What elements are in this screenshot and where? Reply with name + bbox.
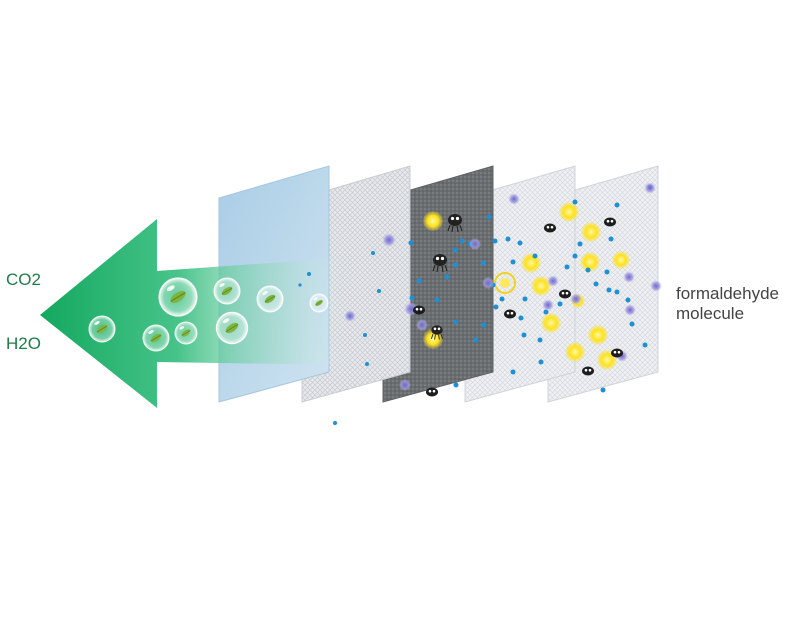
ion-dot-icon: [298, 184, 653, 425]
bubble-leaf-icon: [174, 321, 198, 345]
bubble-leaf-icon: [256, 285, 284, 313]
bacteria-icon: [504, 309, 516, 319]
bacteria-icon: [426, 387, 438, 397]
molecule-label-line: molecule: [676, 304, 745, 323]
bubble-leaf-icon: [158, 277, 198, 317]
bacteria-icon: [559, 289, 571, 299]
formaldehyde-molecule-label: formaldehyde molecule: [676, 284, 796, 324]
particles: [298, 182, 662, 425]
bubble-leaf-icon: [215, 311, 249, 345]
bacteria-icon: [604, 217, 616, 227]
bubble-leaf-icon: [213, 277, 241, 305]
bacteria-icon: [582, 366, 594, 376]
green-arrow-icon: [40, 219, 345, 408]
h2o-label: H2O: [6, 334, 41, 353]
bubble-leaf-icon: [88, 315, 116, 343]
formaldehyde-label-line: formaldehyde: [676, 284, 780, 303]
co2-label: CO2: [6, 270, 41, 289]
bacteria-icon: [611, 348, 623, 358]
bubble-leaf-icon: [309, 293, 329, 313]
bubble-leaf-icon: [142, 324, 170, 352]
bacteria-icon: [413, 305, 425, 315]
bacteria-icon: [544, 223, 556, 233]
